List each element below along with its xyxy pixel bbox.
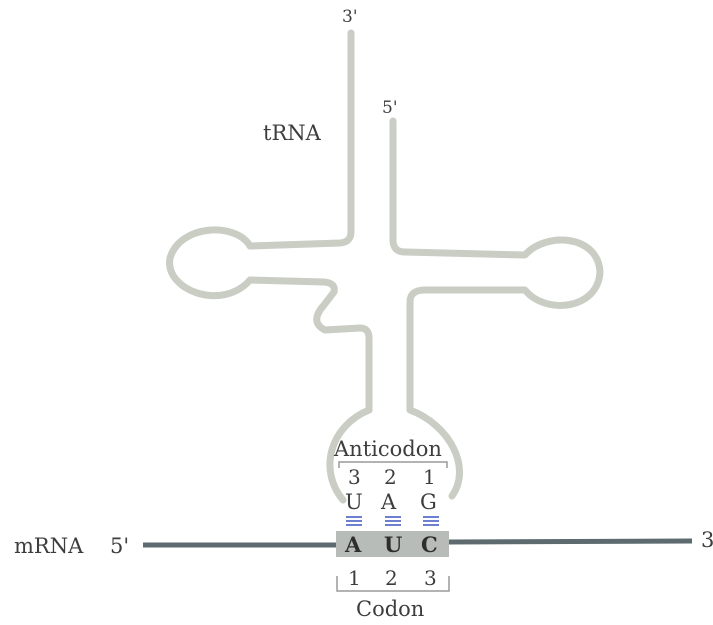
anticodon-bracket bbox=[338, 461, 448, 468]
anticodon-position: 2 bbox=[384, 465, 397, 489]
anticodon-bases: U A G bbox=[345, 490, 437, 514]
codon-base: A bbox=[344, 532, 362, 557]
trna-label: tRNA bbox=[263, 121, 322, 145]
codon-label: Codon bbox=[356, 597, 424, 620]
trna-5prime-label: 5' bbox=[382, 98, 398, 118]
trna-right-strand bbox=[389, 117, 604, 500]
anticodon-base: G bbox=[420, 490, 437, 514]
codon-position: 1 bbox=[348, 566, 361, 590]
codon-bracket bbox=[336, 576, 450, 592]
hbond-pair-3 bbox=[423, 516, 439, 526]
anticodon-position: 3 bbox=[348, 465, 361, 489]
trna-backbone bbox=[166, 29, 604, 504]
hbond-pair-2 bbox=[385, 516, 401, 526]
mrna-strand-right bbox=[448, 538, 693, 545]
anticodon-base: A bbox=[380, 490, 397, 514]
anticodon-positions: 3 2 1 bbox=[348, 465, 436, 489]
anticodon-base: U bbox=[345, 490, 363, 514]
mrna-5prime-label: 5' bbox=[110, 534, 129, 558]
mrna-label: mRNA bbox=[14, 534, 84, 558]
trna-3prime-label: 3' bbox=[342, 7, 358, 27]
codon-base: C bbox=[421, 532, 438, 557]
codon-box bbox=[336, 531, 449, 557]
codon-base: U bbox=[384, 532, 402, 557]
codon-position: 3 bbox=[424, 566, 437, 590]
hydrogen-bonds bbox=[346, 516, 439, 526]
hbond-pair-1 bbox=[346, 516, 362, 526]
codon-positions: 1 2 3 bbox=[348, 566, 437, 590]
anticodon-position: 1 bbox=[423, 465, 436, 489]
anticodon-label: Anticodon bbox=[333, 437, 442, 461]
mrna-3prime-label: 3 bbox=[701, 528, 713, 552]
trna-left-strand bbox=[166, 29, 373, 504]
codon-position: 2 bbox=[385, 566, 398, 590]
codon-bases: A U C bbox=[344, 532, 438, 557]
